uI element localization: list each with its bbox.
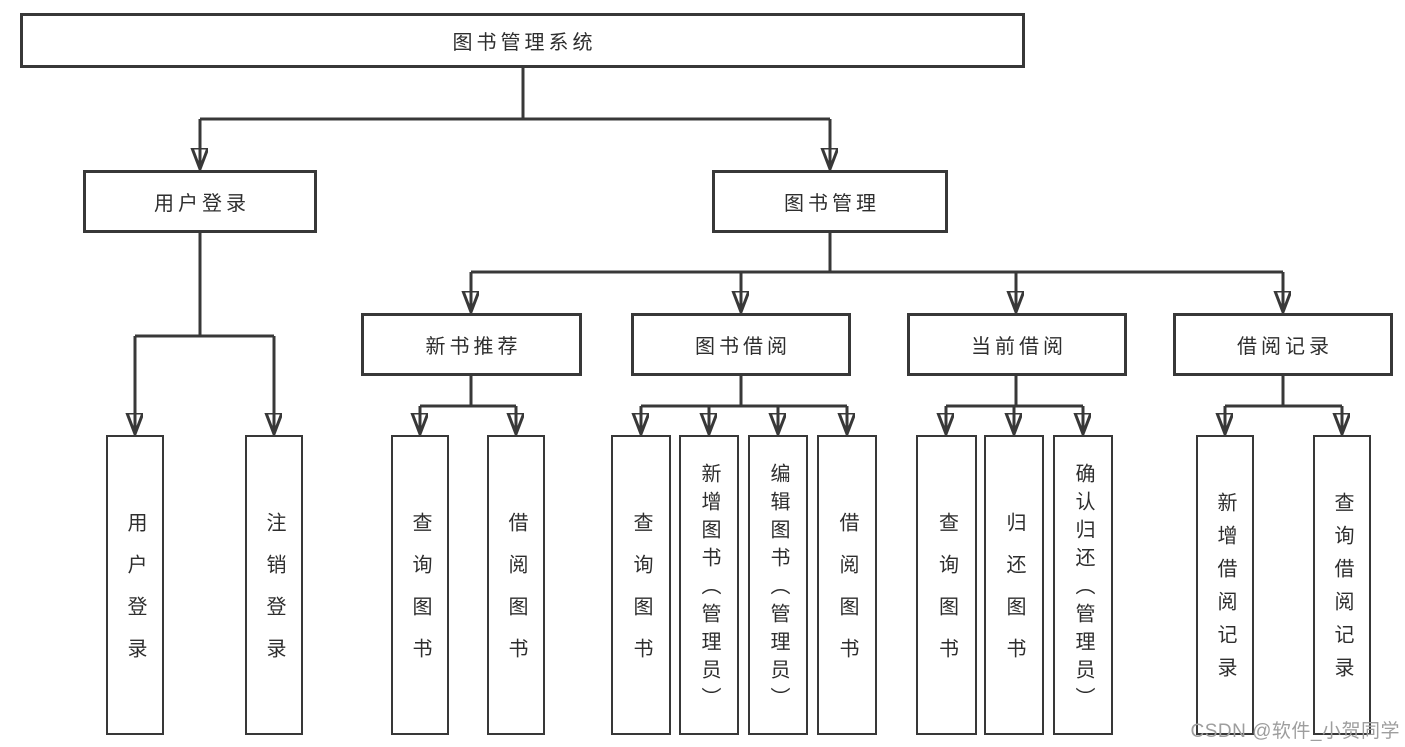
node-leaf-query-books-current-label: 查询图书 [935,512,958,680]
node-leaf-add-books-admin-label: 新增图书（管理员） [698,463,720,715]
node-leaf-add-borrow-record: 新增借阅记录 [1196,435,1254,735]
node-leaf-query-books-recommend-label: 查询图书 [409,512,431,680]
node-user-login: 用户登录 [83,170,317,233]
connector-borrowing-records-children [1225,376,1342,434]
csdn-watermark: CSDN @软件_小贺同学 [1190,721,1400,742]
node-leaf-borrow-books: 借阅图书 [817,435,877,735]
connector-user-login-children [135,233,274,434]
node-leaf-query-borrow-record: 查询借阅记录 [1313,435,1371,735]
node-book-borrowing: 图书借阅 [631,313,851,376]
connector-current-borrowing-children [946,376,1083,434]
node-root-label: 图书管理系统 [452,32,597,54]
connector-new-book-recommend-children [420,376,516,434]
node-borrowing-records: 借阅记录 [1173,313,1393,376]
node-current-borrowing-label: 当前借阅 [971,336,1067,358]
node-leaf-borrow-books-recommend: 借阅图书 [487,435,545,735]
node-user-login-label: 用户登录 [154,193,250,215]
node-leaf-borrow-books-recommend-label: 借阅图书 [505,512,527,680]
node-leaf-edit-books-admin-label: 编辑图书（管理员） [767,463,789,715]
node-leaf-confirm-return-admin-label: 确认归还（管理员） [1072,463,1094,715]
node-book-management: 图书管理 [712,170,948,233]
node-leaf-add-books-admin: 新增图书（管理员） [679,435,739,735]
node-leaf-add-borrow-record-label: 新增借阅记录 [1214,492,1236,690]
connector-root-to-level2 [200,68,830,169]
node-leaf-logout: 注销登录 [245,435,303,735]
node-leaf-return-books-label: 归还图书 [1003,512,1025,680]
node-leaf-query-borrow-record-label: 查询借阅记录 [1331,492,1353,690]
connector-book-management-children [471,233,1283,312]
node-leaf-edit-books-admin: 编辑图书（管理员） [748,435,808,735]
node-leaf-borrow-books-label: 借阅图书 [836,512,858,680]
node-new-book-recommend: 新书推荐 [361,313,582,376]
node-leaf-return-books: 归还图书 [984,435,1044,735]
node-leaf-query-books-recommend: 查询图书 [391,435,449,735]
node-borrowing-records-label: 借阅记录 [1237,336,1333,358]
node-book-management-label: 图书管理 [784,193,880,215]
node-leaf-confirm-return-admin: 确认归还（管理员） [1053,435,1113,735]
connector-book-borrowing-children [641,376,847,434]
node-new-book-recommend-label: 新书推荐 [425,336,522,358]
node-leaf-query-books-current: 查询图书 [916,435,977,735]
node-book-borrowing-label: 图书借阅 [695,336,791,358]
node-leaf-logout-label: 注销登录 [263,512,285,680]
node-current-borrowing: 当前借阅 [907,313,1127,376]
node-leaf-user-login: 用户登录 [106,435,164,735]
node-leaf-user-login-label: 用户登录 [124,512,146,680]
node-leaf-query-books-borrowing: 查询图书 [611,435,671,735]
node-root: 图书管理系统 [20,13,1025,68]
node-leaf-query-books-borrowing-label: 查询图书 [630,512,652,680]
